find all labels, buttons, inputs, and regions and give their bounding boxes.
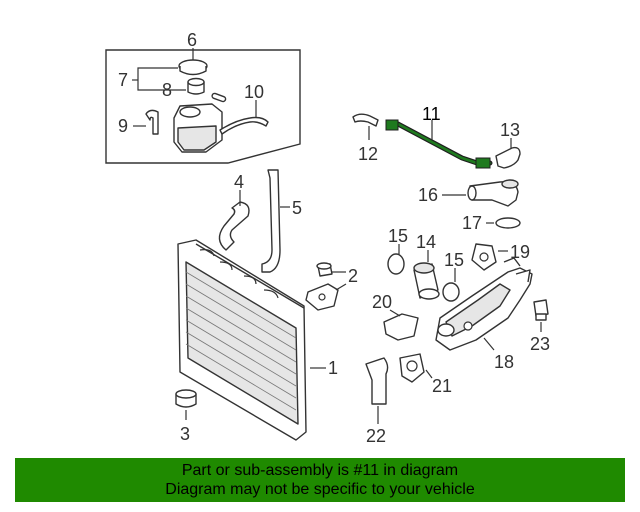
part-9-hose[interactable] [145,109,159,135]
callout-16: 16 [418,185,438,205]
part-18-outlet-housing[interactable] [435,257,533,351]
callout-3: 3 [180,424,190,444]
callout-10: 10 [244,82,264,102]
banner-line-1: Part or sub-assembly is #11 in diagram [181,462,459,479]
callout-11: 11 [422,104,441,124]
callout-7: 7 [118,70,128,90]
callout-4: 4 [234,172,244,192]
part-15-o-ring-a[interactable] [387,253,405,275]
callout-20: 20 [372,292,392,312]
part-13-hose[interactable] [495,146,521,169]
banner-line-2: Diagram may not be specific to your vehi… [165,481,475,498]
part-20-sensor[interactable] [383,313,419,341]
callout-22: 22 [366,426,386,446]
callout-15b: 15 [444,250,464,270]
part-4-upper-hose[interactable] [218,201,250,251]
callout-1: 1 [328,358,338,378]
callout-19: 19 [510,242,530,262]
callout-12: 12 [358,144,378,164]
callout-9: 9 [118,116,128,136]
part-5-lower-hose[interactable] [261,169,281,273]
part-10-overflow-hose[interactable] [219,116,269,135]
callout-21: 21 [432,376,452,396]
part-17-o-ring[interactable] [495,217,521,229]
part-8-cap[interactable] [187,77,205,95]
reservoir-inset-box [105,49,301,164]
part-2-bracket[interactable] [305,262,339,311]
callout-8: 8 [162,80,172,100]
callout-18: 18 [494,352,514,372]
part-11-bypass-tube[interactable] [385,119,493,169]
reservoir-gasket [211,92,227,103]
info-banner: Part or sub-assembly is #11 in diagram D… [15,458,625,502]
callout-14: 14 [416,232,436,252]
part-3-cap[interactable] [175,389,197,408]
callout-6: 6 [187,30,197,50]
part-21-thermostat[interactable] [399,353,425,383]
callout-5: 5 [292,198,302,218]
part-reservoir-tank[interactable] [173,103,223,153]
callout-23: 23 [530,334,550,354]
callout-15a: 15 [388,226,408,246]
callout-13: 13 [500,120,520,140]
part-22-elbow[interactable] [365,357,389,405]
part-14-thermostat[interactable] [413,262,440,300]
part-1-radiator[interactable] [177,239,307,441]
callout-2: 2 [348,266,358,286]
part-15-o-ring-b[interactable] [442,282,460,302]
parts-diagram: 6 7 8 9 10 11 12 13 16 17 4 5 15 14 15 1… [105,30,550,446]
part-12-hose[interactable] [352,113,379,127]
part-6-reservoir-cap[interactable] [178,59,208,76]
callout-17: 17 [462,213,482,233]
part-23-sensor[interactable] [533,299,549,321]
part-16-housing[interactable] [467,179,519,207]
